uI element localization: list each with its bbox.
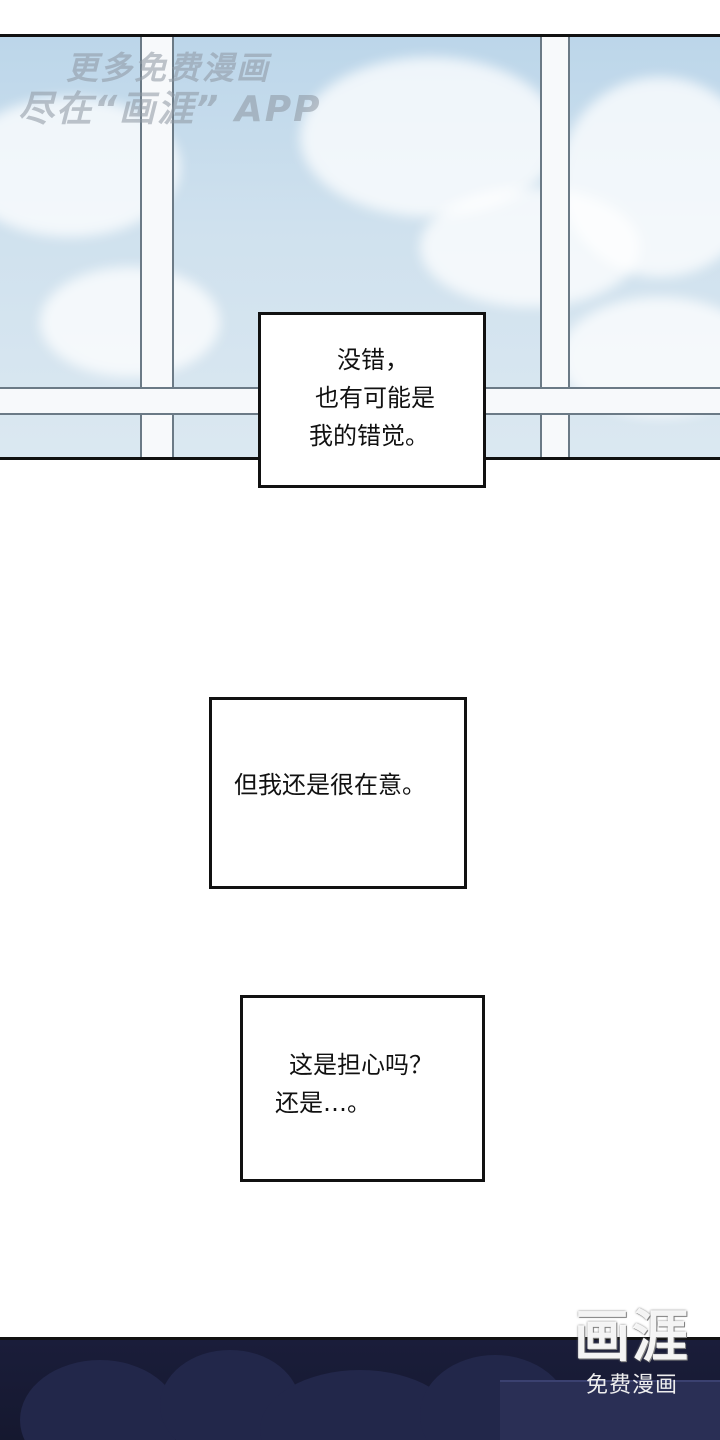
caption-box-2: 但我还是很在意。 (209, 697, 467, 889)
caption-box-1: 没错， 也有可能是 我的错觉。 (258, 312, 486, 488)
logo: 画涯 免费漫画 (574, 1305, 690, 1401)
caption-line: 没错， (337, 346, 409, 374)
caption-box-3: 这是担心吗？ 还是…。 (240, 995, 485, 1182)
building-silhouette (500, 1380, 720, 1440)
tree-silhouette (20, 1360, 180, 1440)
window-sky-panel: 更多免费漫画 尽在“画涯” APP (0, 34, 720, 460)
watermark: 更多免费漫画 尽在“画涯” APP (18, 47, 322, 131)
watermark-line1: 更多免费漫画 (66, 49, 271, 87)
caption-line: 这是担心吗？ (289, 1051, 433, 1079)
caption-line: 也有可能是 (315, 384, 435, 412)
cloud (40, 267, 220, 377)
logo-title: 画涯 (574, 1305, 690, 1370)
night-scene-panel (0, 1337, 720, 1440)
watermark-line2: 尽在“画涯” APP (18, 89, 322, 130)
caption-line: 但我还是很在意。 (234, 771, 426, 799)
caption-line: 我的错觉。 (309, 422, 429, 450)
cloud (560, 77, 720, 277)
logo-subtitle: 免费漫画 (585, 1373, 678, 1398)
caption-line: 还是…。 (275, 1089, 371, 1117)
